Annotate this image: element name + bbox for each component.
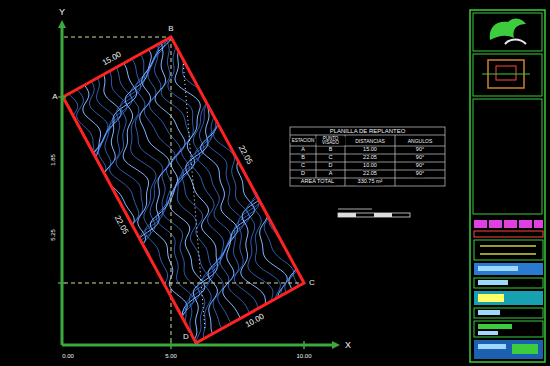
contour-line xyxy=(78,28,115,352)
contour-line xyxy=(140,28,177,352)
table-cell: 90° xyxy=(415,163,425,169)
table-cell: C xyxy=(300,163,306,169)
lot-boundary xyxy=(63,37,304,343)
contour-line xyxy=(119,28,151,352)
contour-line xyxy=(63,28,95,352)
table-title: PLANILLA DE REPLANTEO xyxy=(329,128,407,134)
vertex-label: B xyxy=(167,25,174,33)
contour-line xyxy=(67,28,100,352)
contour-line xyxy=(232,28,263,352)
table-header: ESTACION xyxy=(290,138,316,143)
contour-line xyxy=(293,28,324,352)
dimension-label: 22.05 xyxy=(236,143,254,166)
table-cell: D xyxy=(328,163,334,169)
table-cell: 22.05 xyxy=(362,171,378,177)
table-cell: B xyxy=(328,147,334,153)
contour-line xyxy=(190,28,226,352)
contour-line xyxy=(91,28,127,352)
axis-arrow xyxy=(332,341,340,349)
scale-bar xyxy=(338,209,410,217)
table-cell: B xyxy=(300,155,306,161)
vertex-label: C xyxy=(308,279,316,287)
table-cell: AREA TOTAL xyxy=(300,179,335,185)
coordinate-label: 1.85 xyxy=(50,153,56,167)
reference-lines xyxy=(64,37,304,343)
table-grid xyxy=(290,127,445,186)
axis-label: X xyxy=(344,341,352,350)
coordinate-label: 0.00 xyxy=(61,353,75,359)
table-cell: 22.05 xyxy=(362,155,378,161)
table-header: ANGULOS xyxy=(407,138,433,143)
contour-line xyxy=(100,28,136,352)
contour-line xyxy=(301,28,332,352)
contour-line xyxy=(132,28,165,352)
table-cell: A xyxy=(300,147,306,153)
axis-ticks xyxy=(58,97,304,349)
coordinate-label: 5.25 xyxy=(50,228,56,242)
contour-line xyxy=(286,28,317,352)
axes xyxy=(62,24,336,345)
table-cell: 90° xyxy=(415,171,425,177)
contour-line xyxy=(268,28,305,352)
contour-line xyxy=(136,28,171,352)
axis-label: Y xyxy=(58,8,66,17)
dimension-label: 22.05 xyxy=(112,213,130,236)
contour-line xyxy=(150,28,187,352)
table-cell: 10.00 xyxy=(362,163,378,169)
contour-line xyxy=(221,28,255,352)
table-cell: 15.00 xyxy=(362,147,378,153)
contour-line xyxy=(207,28,244,352)
contour-lines xyxy=(33,28,331,352)
table-cell: D xyxy=(300,171,306,177)
title-block xyxy=(470,10,545,362)
contour-line xyxy=(182,28,215,352)
table-cell: C xyxy=(328,155,334,161)
contour-line xyxy=(33,28,70,352)
contour-line xyxy=(273,28,309,352)
vertex-label: D xyxy=(182,333,190,341)
contour-line xyxy=(258,28,294,352)
contour-line xyxy=(279,28,313,352)
coordinate-label: 5.00 xyxy=(164,353,178,359)
coordinate-label: 10.00 xyxy=(295,353,312,359)
contour-line xyxy=(52,28,87,352)
table-header: PUNTO VISADO xyxy=(316,136,345,145)
contour-line xyxy=(47,28,82,352)
contour-line xyxy=(106,28,141,352)
profile-line xyxy=(183,60,205,330)
contour-line xyxy=(236,28,267,352)
contour-line xyxy=(245,28,281,352)
contour-line xyxy=(201,28,238,352)
table-header: DISTANCIAS xyxy=(354,138,386,143)
vertex-label: A xyxy=(51,93,58,101)
table-cell: 90° xyxy=(415,147,425,153)
contour-line xyxy=(112,28,144,352)
dimension-label: 10.00 xyxy=(243,312,266,330)
axis-arrow xyxy=(58,20,66,28)
contour-line xyxy=(40,28,77,352)
dimension-label: 15.00 xyxy=(100,50,123,68)
table-cell: 330.75 m² xyxy=(357,179,384,185)
table-cell: A xyxy=(328,171,334,177)
table-cell: 90° xyxy=(415,155,425,161)
